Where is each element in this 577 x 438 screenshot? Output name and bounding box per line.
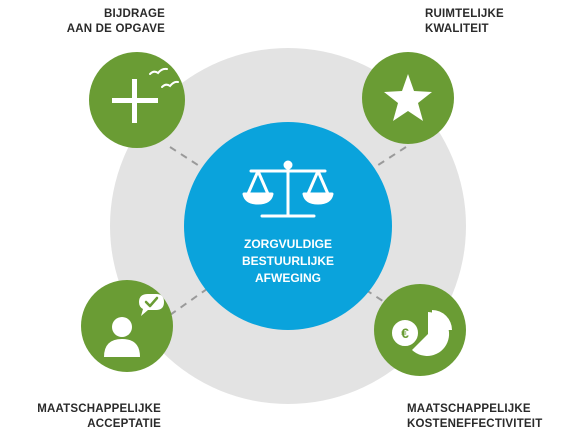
- plus-birds-icon: [112, 67, 179, 123]
- person-speech-check-icon: [104, 294, 164, 357]
- center-label-line-2: BESTUURLIJKE: [241, 254, 334, 268]
- label-top-right: RUIMTELIJKE KWALITEIT: [425, 7, 504, 37]
- label-top-right-line-2: KWALITEIT: [425, 23, 489, 35]
- center-label-line-3: AFWEGING: [255, 271, 321, 285]
- connector-top-left: [169, 146, 219, 179]
- label-bottom-left-line-2: ACCEPTATIE: [87, 418, 161, 430]
- euro-pie-icon: €: [390, 310, 452, 356]
- svg-text:€: €: [401, 325, 409, 341]
- star-icon: [384, 74, 432, 121]
- label-bottom-left: MAATSCHAPPELIJKE ACCEPTATIE: [37, 402, 161, 432]
- connector-top-right: [357, 146, 407, 179]
- label-bottom-right-line-2: KOSTENEFFECTIVITEIT: [407, 418, 543, 430]
- label-top-right-line-1: RUIMTELIJKE: [425, 8, 504, 20]
- label-bottom-right: MAATSCHAPPELIJKE KOSTENEFFECTIVITEIT: [407, 402, 542, 432]
- label-bottom-left-line-1: MAATSCHAPPELIJKE: [37, 403, 161, 415]
- node-bottom-right-circle: [374, 284, 466, 376]
- label-top-left-line-2: AAN DE OPGAVE: [66, 23, 165, 35]
- scales-icon: [242, 160, 334, 218]
- label-top-left: BIJDRAGE AAN DE OPGAVE: [67, 7, 165, 37]
- center-label: ZORGVULDIGE BESTUURLIJKE AFWEGING: [198, 236, 378, 287]
- label-top-left-line-1: BIJDRAGE: [103, 8, 165, 20]
- center-label-line-1: ZORGVULDIGE: [243, 237, 332, 251]
- center-circle: [184, 122, 392, 330]
- label-bottom-right-line-1: MAATSCHAPPELIJKE: [407, 403, 531, 415]
